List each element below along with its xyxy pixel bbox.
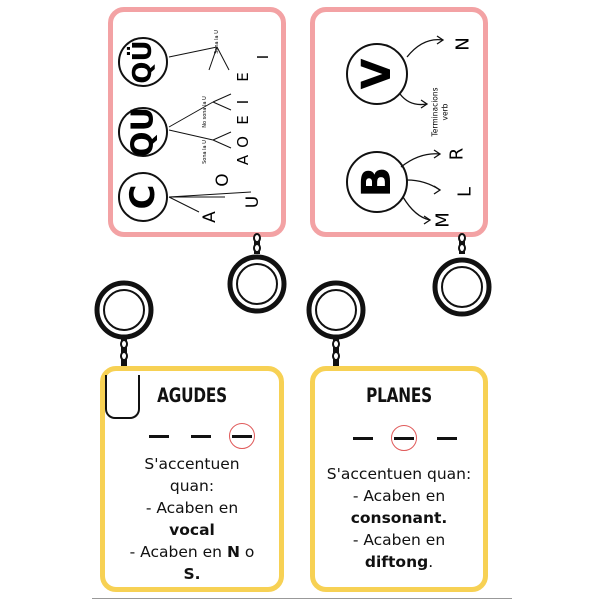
planes-title: PLANES (366, 384, 432, 408)
qu-vowel-o: O (234, 136, 252, 148)
v-target-n: N (453, 37, 474, 50)
rule-line: - Acaben en (352, 487, 446, 505)
rule-line: . (428, 553, 434, 571)
agudes-rules: S'accentuen quan: - Acaben en vocal - Ac… (105, 453, 279, 585)
circle-b (346, 151, 408, 213)
rule-line: quan: (169, 477, 215, 495)
rule-line: o (244, 543, 255, 561)
v-b-diagram: V B N Terminacions verb R L M (346, 35, 476, 228)
c-qu-diagram: C QU QÜ A O U Sona la U No sona la U A O… (118, 30, 272, 223)
ring-2 (432, 233, 492, 317)
agudes-title: AGUDES (157, 384, 227, 408)
circle-qu-umlaut (118, 37, 168, 87)
stressed-syllable-circle (391, 425, 417, 451)
big-letter-qu-umlaut: QÜ (125, 40, 158, 83)
c-vowel-a: A (200, 211, 220, 223)
circle-qu (118, 107, 168, 157)
qu-umlaut-vowel-i: I (254, 55, 272, 59)
syllable-dash (353, 437, 373, 440)
card-planes: PLANES S'accentuen quan: - Acaben en con… (310, 366, 488, 592)
b-target-m: M (433, 212, 454, 228)
rule-line: - Acaben en (352, 531, 446, 549)
syllable-dash (394, 437, 414, 440)
rule-line: S'accentuen (144, 455, 240, 473)
planes-syllable-dashes (315, 423, 483, 453)
qu-label-sona: Sona la U (202, 140, 208, 164)
syllable-dash (232, 435, 252, 438)
qu-vowel-a: A (234, 154, 252, 165)
card-agudes: AGUDES S'accentuen quan: - Acaben en voc… (100, 366, 284, 592)
ring-3 (94, 280, 154, 366)
qu-umlaut-vowel-e: E (234, 72, 252, 81)
syllable-dash (191, 435, 211, 438)
bottom-rule (92, 598, 512, 599)
ring-1 (227, 233, 287, 314)
b-target-r: R (447, 148, 468, 161)
ring-4 (306, 280, 366, 366)
card-c-qu: C QU QÜ A O U Sona la U No sona la U A O… (108, 7, 286, 237)
qu-umlaut-label: Sona la U (214, 30, 220, 54)
rule-keyword: S. (183, 565, 201, 583)
planes-rules: S'accentuen quan: - Acaben en consonant.… (315, 463, 483, 573)
qu-vowel-i: I (234, 100, 252, 104)
card-v-b: V B N Terminacions verb R L M (310, 7, 488, 237)
v-note-line2: verb (441, 103, 450, 120)
agudes-syllable-dashes (105, 421, 279, 451)
qu-umlaut-arrows (168, 46, 230, 71)
v-note-line1: Terminacions (431, 87, 440, 137)
circle-v (346, 43, 408, 105)
rule-keyword: N (226, 543, 240, 561)
bracket-shape (105, 375, 140, 419)
big-letter-c: C (123, 185, 163, 210)
stressed-syllable-circle (229, 423, 255, 449)
syllable-dash (437, 437, 457, 440)
c-vowel-o: O (213, 173, 233, 186)
big-letter-b: B (354, 167, 400, 198)
c-arrows (168, 191, 252, 213)
rule-keyword: vocal (169, 521, 215, 539)
rule-line: S'accentuen quan: (326, 465, 472, 483)
big-letter-v: V (354, 58, 400, 89)
v-b-arrows (399, 35, 445, 225)
circle-c (118, 172, 168, 222)
c-vowel-u: U (243, 196, 263, 208)
qu-label-nosona: No sona la U (202, 96, 208, 128)
rule-line: - Acaben en (129, 543, 222, 561)
syllable-dash (149, 435, 169, 438)
big-letter-qu: QU (126, 107, 161, 157)
rule-keyword: diftong (364, 553, 429, 571)
qu-vowel-e: E (234, 115, 252, 124)
rule-keyword: consonant. (350, 509, 448, 527)
rule-line: - Acaben en (145, 499, 239, 517)
b-target-l: L (455, 187, 476, 197)
qu-arrows (168, 93, 232, 149)
